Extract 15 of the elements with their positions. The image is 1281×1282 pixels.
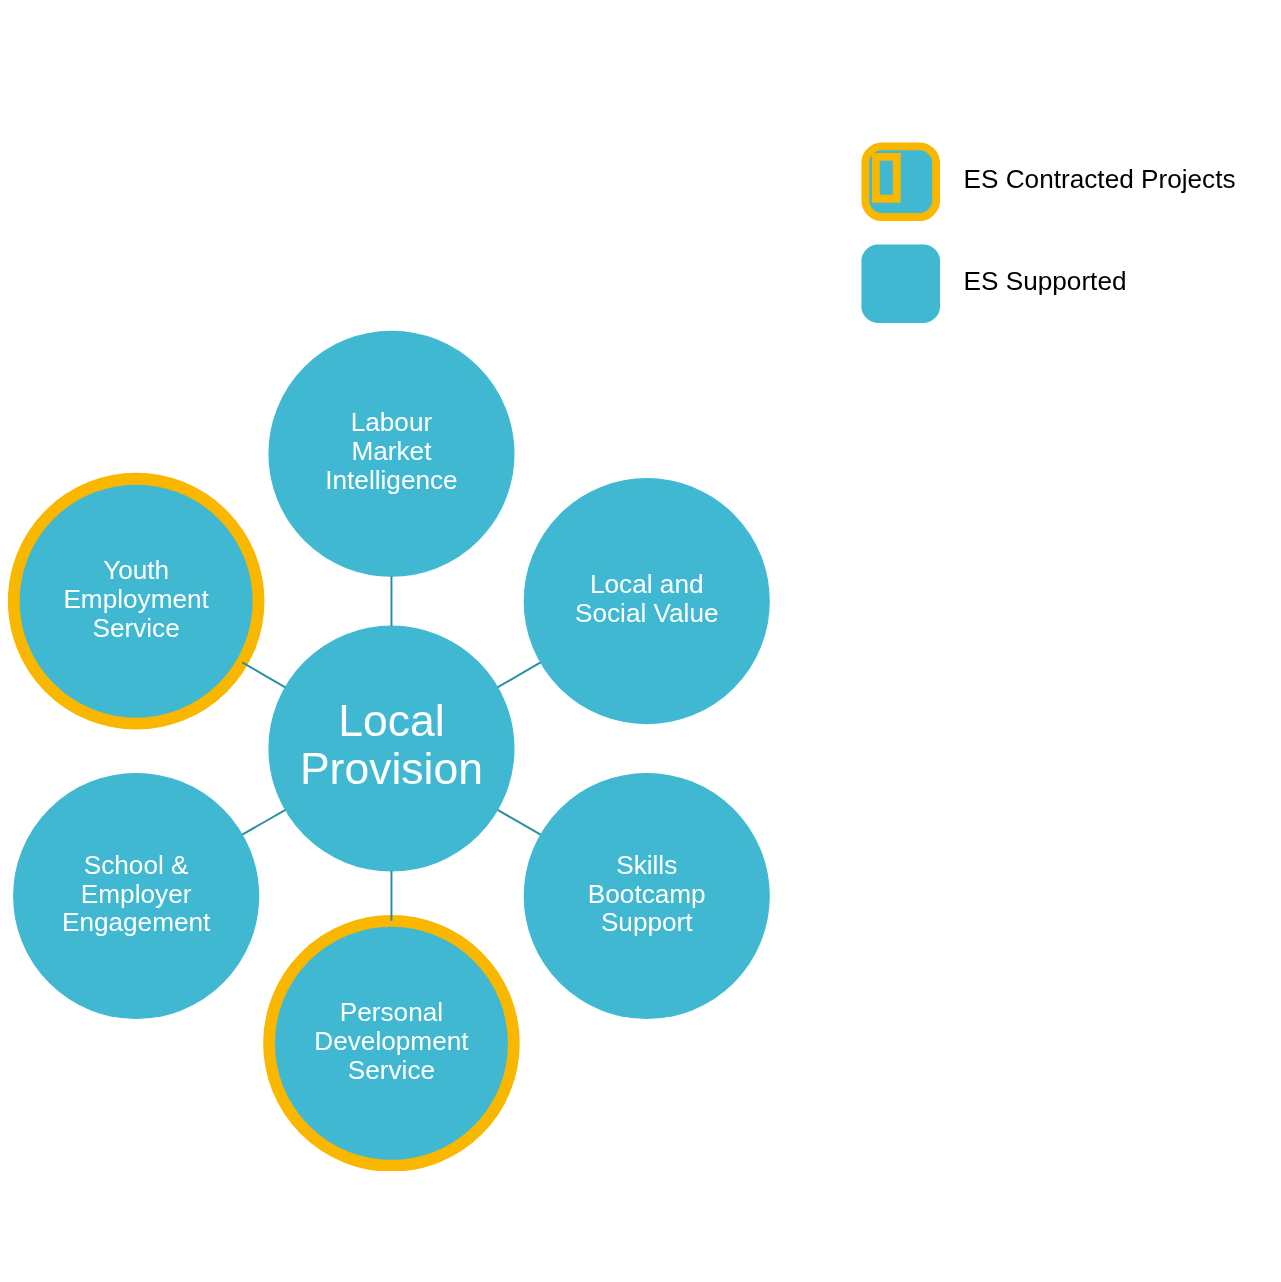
node-circle: School & Employer Engagement bbox=[13, 772, 260, 1020]
node-circle: Local and Social Value bbox=[523, 478, 770, 725]
node-circle: Skills Bootcamp Support bbox=[523, 772, 770, 1020]
node-circle: Youth Employment Service bbox=[8, 472, 265, 730]
node-circle: Personal Development Service bbox=[263, 915, 520, 1171]
connector bbox=[390, 575, 393, 628]
node-circle: Local Provision bbox=[268, 625, 515, 872]
connector bbox=[496, 661, 542, 689]
connector bbox=[241, 661, 287, 689]
node-circle: Labour Market Intelligence bbox=[268, 330, 515, 577]
connector bbox=[390, 870, 393, 922]
legend-label: ES Contracted Projects bbox=[963, 164, 1236, 195]
connector bbox=[241, 808, 287, 836]
connector bbox=[496, 808, 542, 836]
legend-label: ES Supported bbox=[963, 266, 1127, 297]
